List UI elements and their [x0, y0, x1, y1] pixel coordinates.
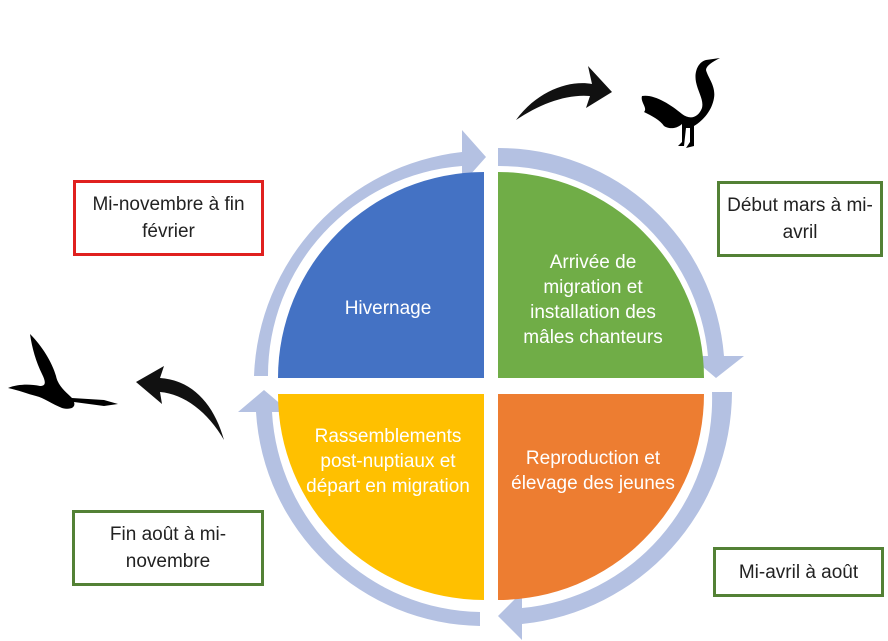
quadrant-arrival [498, 172, 704, 378]
period-box-arrival: Début mars à mi-avril [717, 181, 883, 257]
curved-arrow-icon [516, 66, 612, 120]
quadrant-label-departure: Rassemblements post-nuptiaux et départ e… [306, 426, 470, 497]
quadrant-label-breeding: Reproduction et élevage des jeunes [511, 448, 675, 494]
ring-arc-bottom-left [238, 390, 480, 626]
ring-arc-bottom-right [498, 392, 732, 640]
period-box-breeding: Mi-avril à août [713, 547, 884, 597]
cycle-ring [238, 130, 744, 640]
period-arrival-text: Début mars à mi-avril [727, 195, 873, 243]
ring-arc-top-left [254, 130, 486, 376]
quadrant-winter [278, 172, 484, 378]
bird-flying-silhouette [8, 334, 118, 409]
quadrant-breeding [498, 394, 704, 600]
period-breeding-text: Mi-avril à août [738, 561, 859, 583]
quadrant-departure [278, 394, 484, 600]
quadrant-label-arrival: Arrivée de migration et installation des… [523, 252, 663, 348]
period-box-winter: Mi-novembre à fin février [73, 180, 264, 256]
bird-standing-silhouette [641, 58, 720, 148]
quadrant-label-winter: Hivernage [344, 298, 432, 319]
period-departure-text: Fin août à mi-novembre [109, 524, 227, 572]
curved-arrow-icon [136, 366, 224, 440]
period-winter-text: Mi-novembre à fin février [92, 194, 245, 242]
period-box-departure: Fin août à mi-novembre [72, 510, 264, 586]
ring-arc-top-right [498, 147, 744, 378]
